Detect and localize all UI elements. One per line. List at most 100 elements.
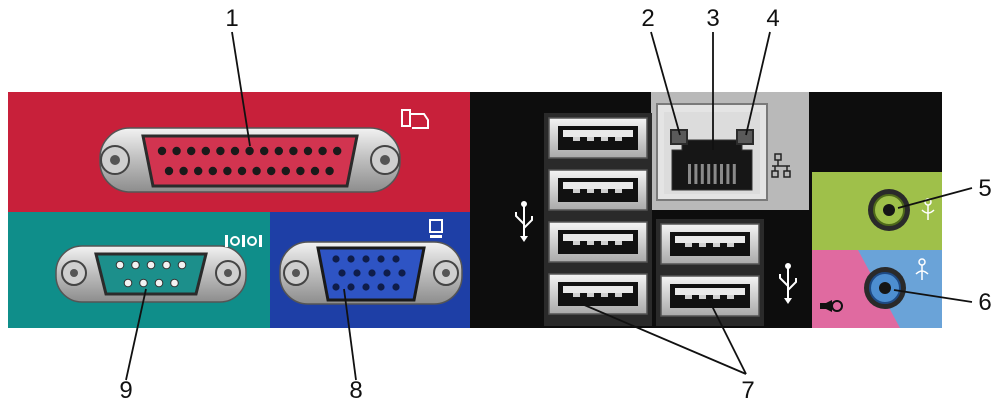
parallel-pin: [303, 146, 313, 156]
network-contact: [694, 164, 698, 184]
parallel-pin: [310, 166, 320, 176]
parallel-pin: [267, 166, 276, 176]
network-activity-light: [736, 129, 754, 145]
vga-pin: [398, 269, 406, 277]
parallel-pin: [260, 146, 269, 156]
parallel-pin: [237, 166, 247, 176]
line-out-icon: [915, 258, 929, 280]
printer-icon: [401, 109, 429, 129]
parallel-pin: [201, 146, 210, 156]
vga-pin: [332, 255, 340, 263]
serial-pin: [131, 260, 140, 270]
parallel-pin: [274, 146, 283, 156]
network-jack: [656, 103, 768, 201]
vga-pins: [332, 255, 406, 291]
parallel-pins: [157, 146, 342, 176]
callout-4: 4: [766, 5, 779, 32]
parallel-pin: [296, 166, 305, 176]
serial-pin: [177, 260, 187, 270]
leader-line-7b: [708, 299, 747, 375]
parallel-pin: [318, 146, 327, 156]
vga-pin: [347, 283, 355, 291]
leader-line-9: [125, 288, 147, 381]
network-jack-contacts: [688, 164, 736, 184]
parallel-pin: [252, 166, 261, 176]
leader-line-6: [893, 289, 973, 303]
vga-pin: [383, 269, 391, 277]
serial-pin: [123, 278, 133, 288]
callout-8: 8: [349, 377, 362, 404]
parallel-pin: [289, 146, 298, 156]
usb-icon: [515, 201, 533, 242]
leader-line-1: [231, 31, 251, 147]
vga-pin: [392, 255, 400, 263]
serial-pins: [115, 260, 187, 288]
vga-pin: [362, 255, 370, 263]
parallel-pin: [179, 166, 188, 176]
serial-port-icon: [225, 235, 262, 247]
vga-pin: [332, 283, 340, 291]
network-contact: [713, 164, 717, 184]
vga-pin: [392, 283, 400, 291]
usb-icon: [779, 263, 797, 304]
vga-pin: [362, 283, 370, 291]
leader-line-2: [650, 31, 681, 136]
network-contact: [700, 164, 704, 184]
callout-5: 5: [978, 175, 991, 202]
vga-pin: [347, 255, 355, 263]
parallel-pin: [157, 146, 167, 156]
callout-1: 1: [225, 5, 238, 32]
parallel-pin: [172, 146, 181, 156]
vga-pin: [377, 255, 385, 263]
network-contact: [688, 164, 691, 184]
usb-stack-left: [544, 113, 652, 326]
vga-connector: [279, 241, 463, 305]
parallel-pin: [245, 146, 254, 156]
network-contact: [720, 164, 723, 184]
microphone-icon: [820, 300, 843, 312]
vga-pin: [338, 269, 346, 277]
leader-line-8: [343, 288, 357, 381]
parallel-pin: [223, 166, 232, 176]
network-contact: [726, 164, 730, 184]
serial-pin: [154, 278, 164, 288]
usb-port: [548, 169, 648, 211]
serial-pin: [170, 278, 179, 288]
parallel-pin: [194, 166, 203, 176]
parallel-pin: [208, 166, 217, 176]
usb-stack-right: [656, 219, 764, 326]
network-contact: [732, 164, 736, 184]
callout-9: 9: [119, 377, 132, 404]
usb-port: [660, 275, 760, 317]
network-contact: [707, 164, 711, 184]
parallel-pin: [164, 166, 174, 176]
serial-pin: [115, 260, 125, 270]
callout-6: 6: [978, 289, 991, 316]
callout-2: 2: [641, 5, 654, 32]
callout-labels: 1 2 3 4 5 6 7 8 9: [119, 5, 991, 404]
serial-socket: [94, 252, 208, 296]
serial-pin: [162, 260, 171, 270]
serial-pin: [146, 260, 156, 270]
callout-3: 3: [706, 5, 719, 32]
vga-pin: [377, 283, 385, 291]
parallel-pin: [216, 146, 225, 156]
network-icon: [771, 153, 791, 178]
parallel-pin: [281, 166, 290, 176]
usb-port: [660, 223, 760, 265]
usb-port: [548, 221, 648, 263]
usb-port: [548, 117, 648, 159]
leader-line-7a: [581, 303, 747, 375]
serial-pin: [139, 278, 148, 288]
vga-pin: [368, 269, 376, 277]
leader-line-4: [745, 31, 771, 136]
parallel-pin: [333, 146, 342, 156]
parallel-connector: [99, 127, 401, 193]
parallel-pin: [230, 146, 240, 156]
line-in-jack: [868, 189, 910, 231]
parallel-pin: [187, 146, 196, 156]
parallel-pin: [325, 166, 334, 176]
vga-pin: [353, 269, 361, 277]
leader-lines: [125, 31, 973, 381]
